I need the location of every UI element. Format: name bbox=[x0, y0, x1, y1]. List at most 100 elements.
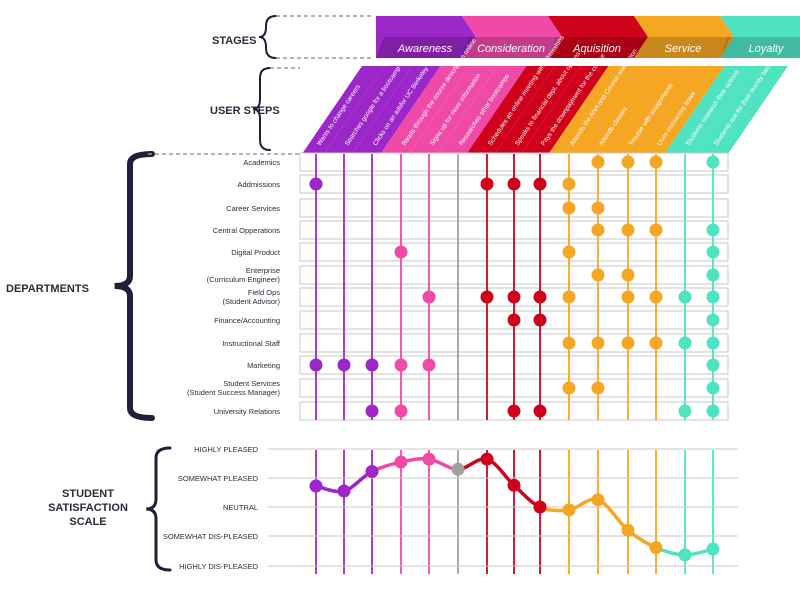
stage-name: Awareness bbox=[397, 43, 453, 55]
scale-label-1: SOMEWHAT PLEASED bbox=[178, 474, 259, 483]
scale-label-3: SOMEWHAT DIS-PLEASED bbox=[163, 532, 259, 541]
stage-chevron bbox=[634, 16, 734, 58]
touchpoint-dot-r7-c8 bbox=[533, 313, 547, 327]
satisfaction-point-7 bbox=[507, 478, 521, 492]
department-name: Digital Product bbox=[231, 248, 281, 257]
step-band-12 bbox=[636, 66, 725, 154]
touchpoint-dot-r8-c10 bbox=[591, 336, 605, 350]
touchpoint-dot-r4-c9 bbox=[562, 245, 576, 259]
department-name: Career Services bbox=[226, 204, 280, 213]
touchpoint-dot-r9-c1 bbox=[337, 358, 351, 372]
touchpoint-dot-r0-c12 bbox=[649, 155, 663, 169]
stage-chevron-shade bbox=[548, 37, 644, 58]
touchpoint-dot-r10-c9 bbox=[562, 381, 576, 395]
satisfaction-point-12 bbox=[649, 541, 663, 555]
step-band-0 bbox=[302, 66, 384, 154]
department-name: Marketing bbox=[247, 361, 280, 370]
stage-consideration: Consideration bbox=[462, 16, 562, 58]
touchpoint-dot-r10-c10 bbox=[591, 381, 605, 395]
touchpoint-dot-r6-c11 bbox=[621, 290, 635, 304]
touchpoint-dot-r10-c14 bbox=[706, 381, 720, 395]
department-name: Instructional Staff bbox=[222, 339, 281, 348]
stage-chevron bbox=[462, 16, 562, 58]
touchpoint-dot-r6-c12 bbox=[649, 290, 663, 304]
touchpoint-dot-r5-c10 bbox=[591, 268, 605, 282]
stage-chevron bbox=[720, 16, 800, 58]
stage-aquisition: Aquisition bbox=[548, 16, 648, 58]
stage-chevron-shade bbox=[634, 37, 730, 58]
stage-name: Loyalty bbox=[749, 43, 785, 55]
department-subtitle: (Student Success Manager) bbox=[187, 388, 280, 397]
departments-brace bbox=[114, 151, 155, 421]
step-band-3 bbox=[380, 66, 469, 154]
touchpoint-dot-r1-c7 bbox=[507, 177, 521, 191]
step-band-10 bbox=[577, 66, 667, 154]
stages-label: STAGES bbox=[212, 35, 256, 47]
touchpoint-dot-r4-c3 bbox=[394, 245, 408, 259]
satisfaction-point-11 bbox=[621, 523, 635, 537]
step-band-1 bbox=[324, 66, 412, 154]
satisfaction-label-line2: SATISFACTION bbox=[48, 502, 128, 514]
touchpoint-dot-r11-c8 bbox=[533, 404, 547, 418]
satisfaction-point-13 bbox=[678, 548, 692, 562]
stage-chevron-shade bbox=[720, 37, 800, 58]
touchpoint-dot-r2-c10 bbox=[591, 201, 605, 215]
touchpoint-dot-r6-c13 bbox=[678, 290, 692, 304]
touchpoint-dot-r3-c12 bbox=[649, 223, 663, 237]
department-name: Field Ops bbox=[248, 288, 280, 297]
touchpoint-dot-r6-c14 bbox=[706, 290, 720, 304]
touchpoint-dot-r0-c10 bbox=[591, 155, 605, 169]
satisfaction-point-4 bbox=[422, 452, 436, 466]
user-steps-label: USER STEPS bbox=[210, 105, 280, 117]
satisfaction-point-1 bbox=[337, 484, 351, 498]
touchpoint-dot-r3-c10 bbox=[591, 223, 605, 237]
touchpoint-dot-r6-c9 bbox=[562, 290, 576, 304]
satisfaction-label-line3: SCALE bbox=[69, 516, 106, 528]
stage-service: Service bbox=[634, 16, 734, 58]
touchpoint-dot-r4-c14 bbox=[706, 245, 720, 259]
touchpoint-dot-r7-c7 bbox=[507, 313, 521, 327]
touchpoint-dot-r1-c0 bbox=[309, 177, 323, 191]
touchpoint-dot-r9-c14 bbox=[706, 358, 720, 372]
department-subtitle: (Student Advisor) bbox=[222, 297, 280, 306]
satisfaction-brace bbox=[146, 446, 172, 572]
step-band-11 bbox=[607, 66, 696, 154]
step-band-14 bbox=[693, 66, 788, 154]
step-band-5 bbox=[437, 66, 527, 154]
user-steps-brace bbox=[252, 67, 271, 151]
department-name: Finance/Accounting bbox=[214, 316, 280, 325]
touchpoint-dot-r5-c14 bbox=[706, 268, 720, 282]
touchpoint-dot-r11-c2 bbox=[365, 404, 379, 418]
departments-label: DEPARTMENTS bbox=[6, 283, 89, 295]
touchpoint-dot-r6-c7 bbox=[507, 290, 521, 304]
stage-chevron bbox=[548, 16, 648, 58]
stages-brace bbox=[258, 15, 277, 59]
satisfaction-label-line1: STUDENT bbox=[62, 488, 114, 500]
step-band-8 bbox=[521, 66, 609, 154]
satisfaction-point-0 bbox=[309, 479, 323, 493]
department-subtitle: (Curriculum Engineer) bbox=[207, 275, 281, 284]
touchpoint-dot-r1-c9 bbox=[562, 177, 576, 191]
satisfaction-point-14 bbox=[706, 542, 720, 556]
scale-label-2: NEUTRAL bbox=[223, 503, 258, 512]
department-name: Student Services bbox=[223, 379, 280, 388]
stage-chevron-shade bbox=[462, 37, 558, 58]
department-name: Academics bbox=[243, 158, 280, 167]
touchpoint-dot-r9-c3 bbox=[394, 358, 408, 372]
satisfaction-point-8 bbox=[533, 500, 547, 514]
department-name: University Relations bbox=[214, 407, 281, 416]
step-band-2 bbox=[352, 66, 441, 154]
touchpoint-dot-r9-c0 bbox=[309, 358, 323, 372]
touchpoint-dot-r11-c3 bbox=[394, 404, 408, 418]
touchpoint-dot-r11-c7 bbox=[507, 404, 521, 418]
touchpoint-dot-r8-c9 bbox=[562, 336, 576, 350]
touchpoint-dot-r8-c13 bbox=[678, 336, 692, 350]
satisfaction-point-5 bbox=[451, 462, 465, 476]
stage-name: Consideration bbox=[477, 43, 545, 55]
touchpoint-dot-r6-c6 bbox=[480, 290, 494, 304]
stage-chevron bbox=[376, 16, 476, 58]
touchpoint-dot-r5-c11 bbox=[621, 268, 635, 282]
step-band-6 bbox=[466, 66, 555, 154]
touchpoint-dot-r8-c14 bbox=[706, 336, 720, 350]
